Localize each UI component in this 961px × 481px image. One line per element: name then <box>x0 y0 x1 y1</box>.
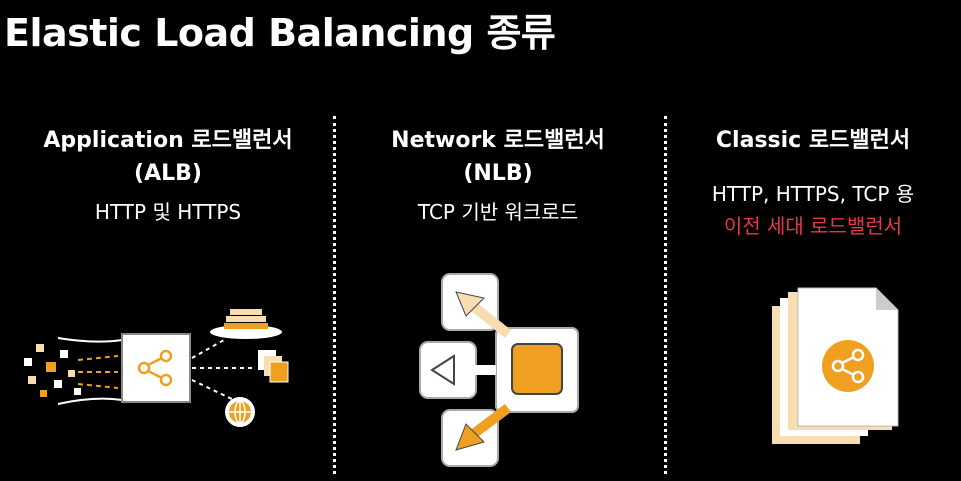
alb-particles <box>24 344 81 397</box>
arrow-down-left-icon <box>455 404 511 451</box>
divider-left <box>333 116 336 474</box>
nlb-column: Network 로드밸런서 (NLB) TCP 기반 워크로드 <box>330 124 666 228</box>
server-stack-icon <box>210 309 282 339</box>
alb-subtitle: HTTP 및 HTTPS <box>94 200 242 224</box>
clb-column: Classic 로드밸런서 HTTP, HTTPS, TCP 용 이전 세대 로… <box>665 124 961 242</box>
arrow-up-left-icon <box>455 291 512 338</box>
alb-heading: Application 로드밸런서 <box>43 128 293 153</box>
nlb-subtitle: TCP 기반 워크로드 <box>417 200 579 224</box>
nlb-abbrev: (NLB) <box>463 161 533 186</box>
alb-column: Application 로드밸런서 (ALB) HTTP 및 HTTPS <box>0 124 336 228</box>
nlb-heading: Network 로드밸런서 <box>391 128 605 153</box>
alb-abbrev: (ALB) <box>134 161 202 186</box>
clb-subtitle-highlight: 이전 세대 로드밸런서 <box>723 214 903 238</box>
alb-box <box>121 333 191 403</box>
nlb-icon <box>419 273 579 467</box>
clb-icon <box>772 287 899 444</box>
documents-icon <box>258 350 289 383</box>
globe-icon <box>225 397 255 427</box>
clb-subtitle: HTTP, HTTPS, TCP 용 <box>711 182 915 206</box>
alb-icon <box>24 309 289 427</box>
clb-heading: Classic 로드밸런서 <box>715 128 911 153</box>
divider-right <box>664 116 667 474</box>
nlb-core <box>511 343 563 395</box>
share-icon <box>831 348 865 384</box>
share-icon <box>137 349 173 387</box>
arrow-left-icon <box>430 354 496 386</box>
page-title: Elastic Load Balancing 종류 <box>4 11 556 55</box>
